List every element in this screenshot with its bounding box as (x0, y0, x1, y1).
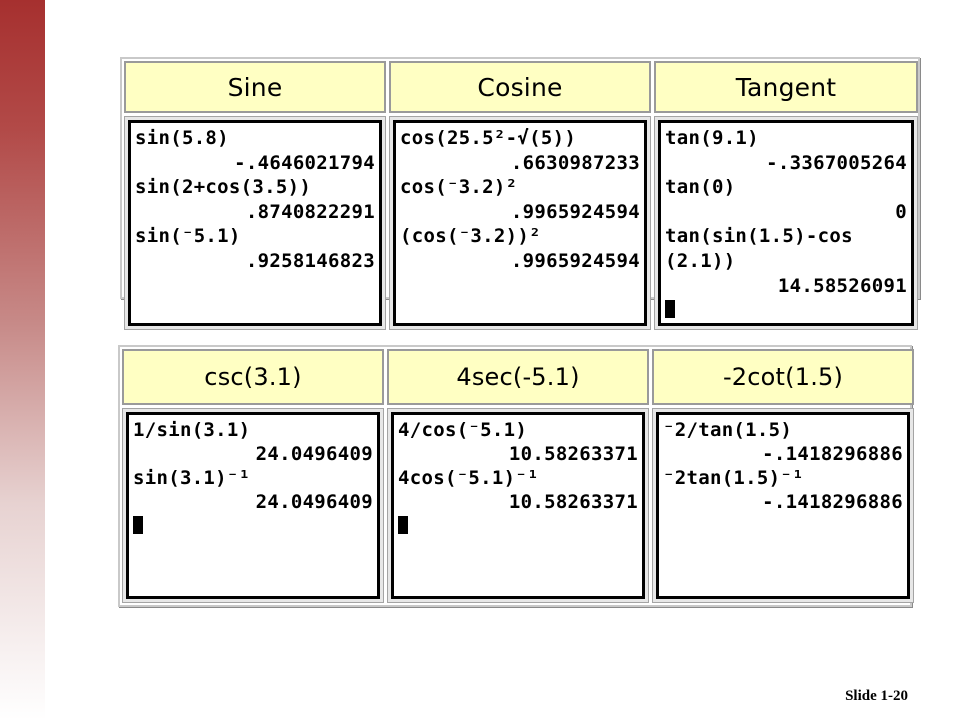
screen-line: 4/cos(⁻5.1) (398, 419, 528, 441)
screen-line: .9965924594 (510, 249, 640, 272)
screen-line: -.1418296886 (762, 443, 903, 465)
screen-line: 24.0496409 (255, 443, 373, 465)
screen-line: cos(25.5²-√(5)) (400, 127, 577, 149)
header-sine: Sine (124, 61, 386, 113)
screen-line: .8740822291 (245, 200, 375, 223)
screen-line: sin(3.1)⁻¹ (133, 467, 251, 489)
header-cosine: Cosine (389, 61, 651, 113)
calculator-table-bottom: csc(3.1) 4sec(-5.1) -2cot(1.5) 1/sin(3.1… (118, 345, 914, 607)
header-cot: -2cot(1.5) (652, 349, 914, 405)
screen-line: tan(sin(1.5)-cos (665, 225, 853, 248)
screen-line: (2.1)) (665, 249, 736, 272)
screen-line (133, 514, 373, 538)
calculator-screen: tan(9.1) -.3367005264 tan(0) 0 tan(sin(1.5)-… (658, 120, 914, 326)
screen-line: 10.58263371 (508, 443, 638, 465)
calculator-screen: ⁻2/tan(1.5)-.1418296886⁻2tan(1.5)⁻¹-.141… (656, 412, 910, 599)
screen-line: ⁻2/tan(1.5) (663, 419, 793, 441)
screen-line: -.3367005264 (766, 151, 907, 174)
screen-line: sin(2+cos(3.5)) (135, 176, 312, 199)
screen-line: -.4646021794 (234, 151, 375, 174)
screen-line: tan(0) (665, 176, 736, 199)
screen-line: tan(9.1) (665, 127, 759, 149)
screen-line: -.1418296886 (762, 491, 903, 513)
screen-line: ⁻2tan(1.5)⁻¹ (663, 467, 804, 489)
calculator-cell-tangent: tan(9.1) -.3367005264 tan(0) 0 tan(sin(1.5)-… (654, 116, 918, 330)
screen-line: .9258146823 (245, 249, 375, 272)
screen-line: 14.58526091 (777, 274, 907, 297)
screen-line: .6630987233 (510, 151, 640, 174)
slide-accent-bar (0, 0, 45, 720)
screen-line: sin(5.8) (135, 127, 229, 149)
calculator-table-top: Sine Cosine Tangent sin(5.8)-.4646021794… (120, 57, 920, 330)
header-tangent: Tangent (654, 61, 918, 113)
screen-line: cos(⁻3.2)² (400, 176, 518, 199)
screen-line: (cos(⁻3.2))² (400, 225, 541, 248)
screen-line: .9965924594 (510, 200, 640, 223)
cursor-block-icon (665, 300, 675, 319)
calculator-cell-cot: ⁻2/tan(1.5)-.1418296886⁻2tan(1.5)⁻¹-.141… (652, 408, 914, 603)
screen-line (398, 514, 638, 538)
header-sec: 4sec(-5.1) (387, 349, 649, 405)
cursor-block-icon (133, 516, 143, 534)
header-csc: csc(3.1) (122, 349, 384, 405)
screen-line: 24.0496409 (255, 491, 373, 513)
screen-line: 4cos(⁻5.1)⁻¹ (398, 467, 539, 489)
screen-line: 1/sin(3.1) (133, 419, 251, 441)
screen-line (665, 298, 907, 323)
slide-number: Slide 1-20 (845, 688, 908, 704)
screen-line: sin(⁻5.1) (135, 225, 241, 248)
screen-line: 10.58263371 (508, 491, 638, 513)
cursor-block-icon (398, 516, 408, 534)
screen-line: 0 (895, 200, 907, 223)
